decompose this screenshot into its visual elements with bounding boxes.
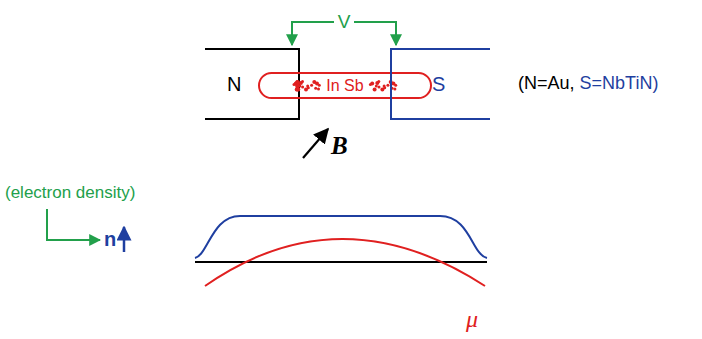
material-note: S=NbTiN) [580, 74, 659, 94]
nanowire-label: In Sb [326, 77, 363, 95]
axis-label: n [104, 228, 116, 250]
nanowire: In Sb [258, 72, 432, 99]
lead-label: N [227, 73, 241, 95]
potential-curve [205, 239, 485, 286]
voltage-label: V [334, 12, 355, 33]
normal-lead: N [205, 48, 300, 120]
material-note: (N=Au, [518, 74, 575, 94]
density-curve [195, 216, 487, 258]
lead-label: S [432, 73, 445, 95]
density-arrow [123, 227, 126, 252]
axis-note: (electron density) [5, 184, 135, 203]
normal-lead-outline [205, 48, 300, 120]
field-label: B [331, 132, 348, 160]
leader-line [47, 209, 100, 240]
superconductor-lead: S [390, 48, 490, 120]
curve-label: μ [466, 306, 478, 332]
field-arrow [303, 129, 328, 158]
